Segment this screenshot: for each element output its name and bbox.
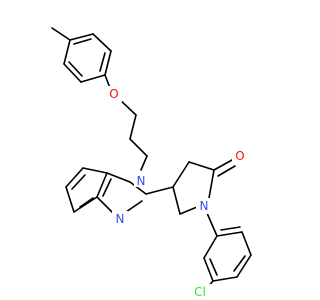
chlorophenyl-group	[203, 212, 252, 292]
bond	[206, 212, 218, 237]
nitrogen-lactam-label: N	[200, 199, 209, 213]
methyl-bond	[51, 27, 71, 41]
bond	[236, 254, 252, 278]
atom-labels: O N N O N Cl	[106, 86, 248, 300]
bond	[145, 186, 174, 195]
nitrogen-imidazole-3-label: N	[116, 212, 125, 226]
bond	[80, 74, 106, 83]
bond-double	[68, 61, 83, 77]
bond-double	[125, 200, 143, 213]
bond-double	[102, 178, 112, 197]
bond-double	[79, 197, 94, 208]
bond	[63, 39, 71, 65]
bond	[69, 33, 94, 41]
label-bg	[134, 171, 150, 187]
bond-double	[71, 174, 86, 190]
bond	[203, 235, 218, 259]
bond-double	[220, 226, 241, 231]
bond	[179, 206, 198, 215]
bond	[96, 172, 108, 198]
label-bg	[112, 211, 128, 227]
bond	[241, 231, 252, 256]
bond	[203, 257, 214, 282]
bond-double	[73, 38, 92, 45]
bond	[129, 114, 137, 140]
bond-double	[213, 159, 233, 171]
label-bg	[189, 284, 211, 300]
bond	[82, 167, 108, 174]
nitrogen-imidazole-1-label: N	[137, 174, 146, 188]
bond	[212, 276, 238, 282]
bond-double	[209, 258, 218, 276]
bond	[140, 155, 148, 171]
label-bg	[232, 148, 248, 164]
bond	[172, 161, 190, 188]
bond	[129, 138, 148, 157]
label-bg	[106, 86, 122, 102]
bond	[172, 186, 181, 215]
bond	[63, 63, 82, 83]
bond	[73, 196, 98, 213]
chlorine-label: Cl	[194, 285, 206, 299]
bond	[104, 74, 111, 89]
molecule-structure: O N N O N Cl	[51, 27, 252, 300]
oxygen-ether-label: O	[109, 87, 118, 101]
bond-double	[217, 165, 236, 177]
bond	[92, 33, 112, 52]
bond-double	[99, 52, 106, 72]
bond-double	[233, 255, 246, 272]
benzimidazole-group	[65, 167, 147, 217]
bond	[208, 169, 215, 199]
bond	[129, 181, 147, 195]
oxygen-carbonyl-label: O	[235, 149, 244, 163]
bond	[65, 186, 75, 213]
bond	[104, 50, 112, 76]
pyrrolidinone-group	[145, 159, 236, 215]
bond	[106, 172, 131, 183]
bond	[188, 161, 215, 171]
bond	[65, 167, 84, 188]
bond	[216, 231, 243, 237]
label-bg	[196, 198, 212, 214]
tolyl-group	[51, 27, 112, 83]
